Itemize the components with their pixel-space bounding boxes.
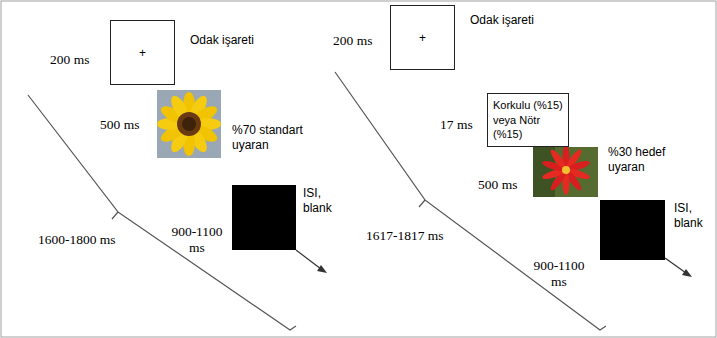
duration-label: 500 ms xyxy=(100,117,139,133)
stimulus-label: %70 standart uyaran xyxy=(232,123,314,153)
duration-label: 500 ms xyxy=(478,177,517,193)
duration-label: 200 ms xyxy=(50,52,89,68)
duration-label: 17 ms xyxy=(440,117,473,133)
node-text: + xyxy=(139,47,146,59)
duration-label: 200 ms xyxy=(333,33,372,49)
fixation-box: + xyxy=(110,20,175,85)
total-duration-label: 1617-1817 ms xyxy=(366,228,444,244)
sunflower-image xyxy=(157,90,221,158)
blank-screen xyxy=(232,185,296,250)
node-text: Korkulu (%15) veya Nötr (%15) xyxy=(493,98,563,142)
stimulus-label: %30 hedef uyaran xyxy=(608,145,688,175)
duration-label: 900-1100 ms xyxy=(168,224,226,256)
fixation-box: + xyxy=(390,5,455,70)
time-arrow xyxy=(665,258,686,273)
time-arrow xyxy=(296,250,321,269)
blank-screen xyxy=(600,200,665,260)
duration-label: 900-1100 ms xyxy=(530,258,588,290)
node-text: + xyxy=(419,32,426,44)
arrow-head xyxy=(317,265,327,273)
stimulus-label: Odak işareti xyxy=(190,33,254,48)
total-duration-label: 1600-1800 ms xyxy=(38,232,116,248)
stimulus-label: Odak işareti xyxy=(470,13,534,28)
arrow-head xyxy=(682,269,692,277)
stimulus-label: ISI, blank xyxy=(674,201,710,231)
prime-box: Korkulu (%15) veya Nötr (%15) xyxy=(487,93,569,147)
time-bracket xyxy=(335,72,606,330)
stimulus-label: ISI, blank xyxy=(303,186,339,216)
red-flower-image xyxy=(533,145,598,197)
